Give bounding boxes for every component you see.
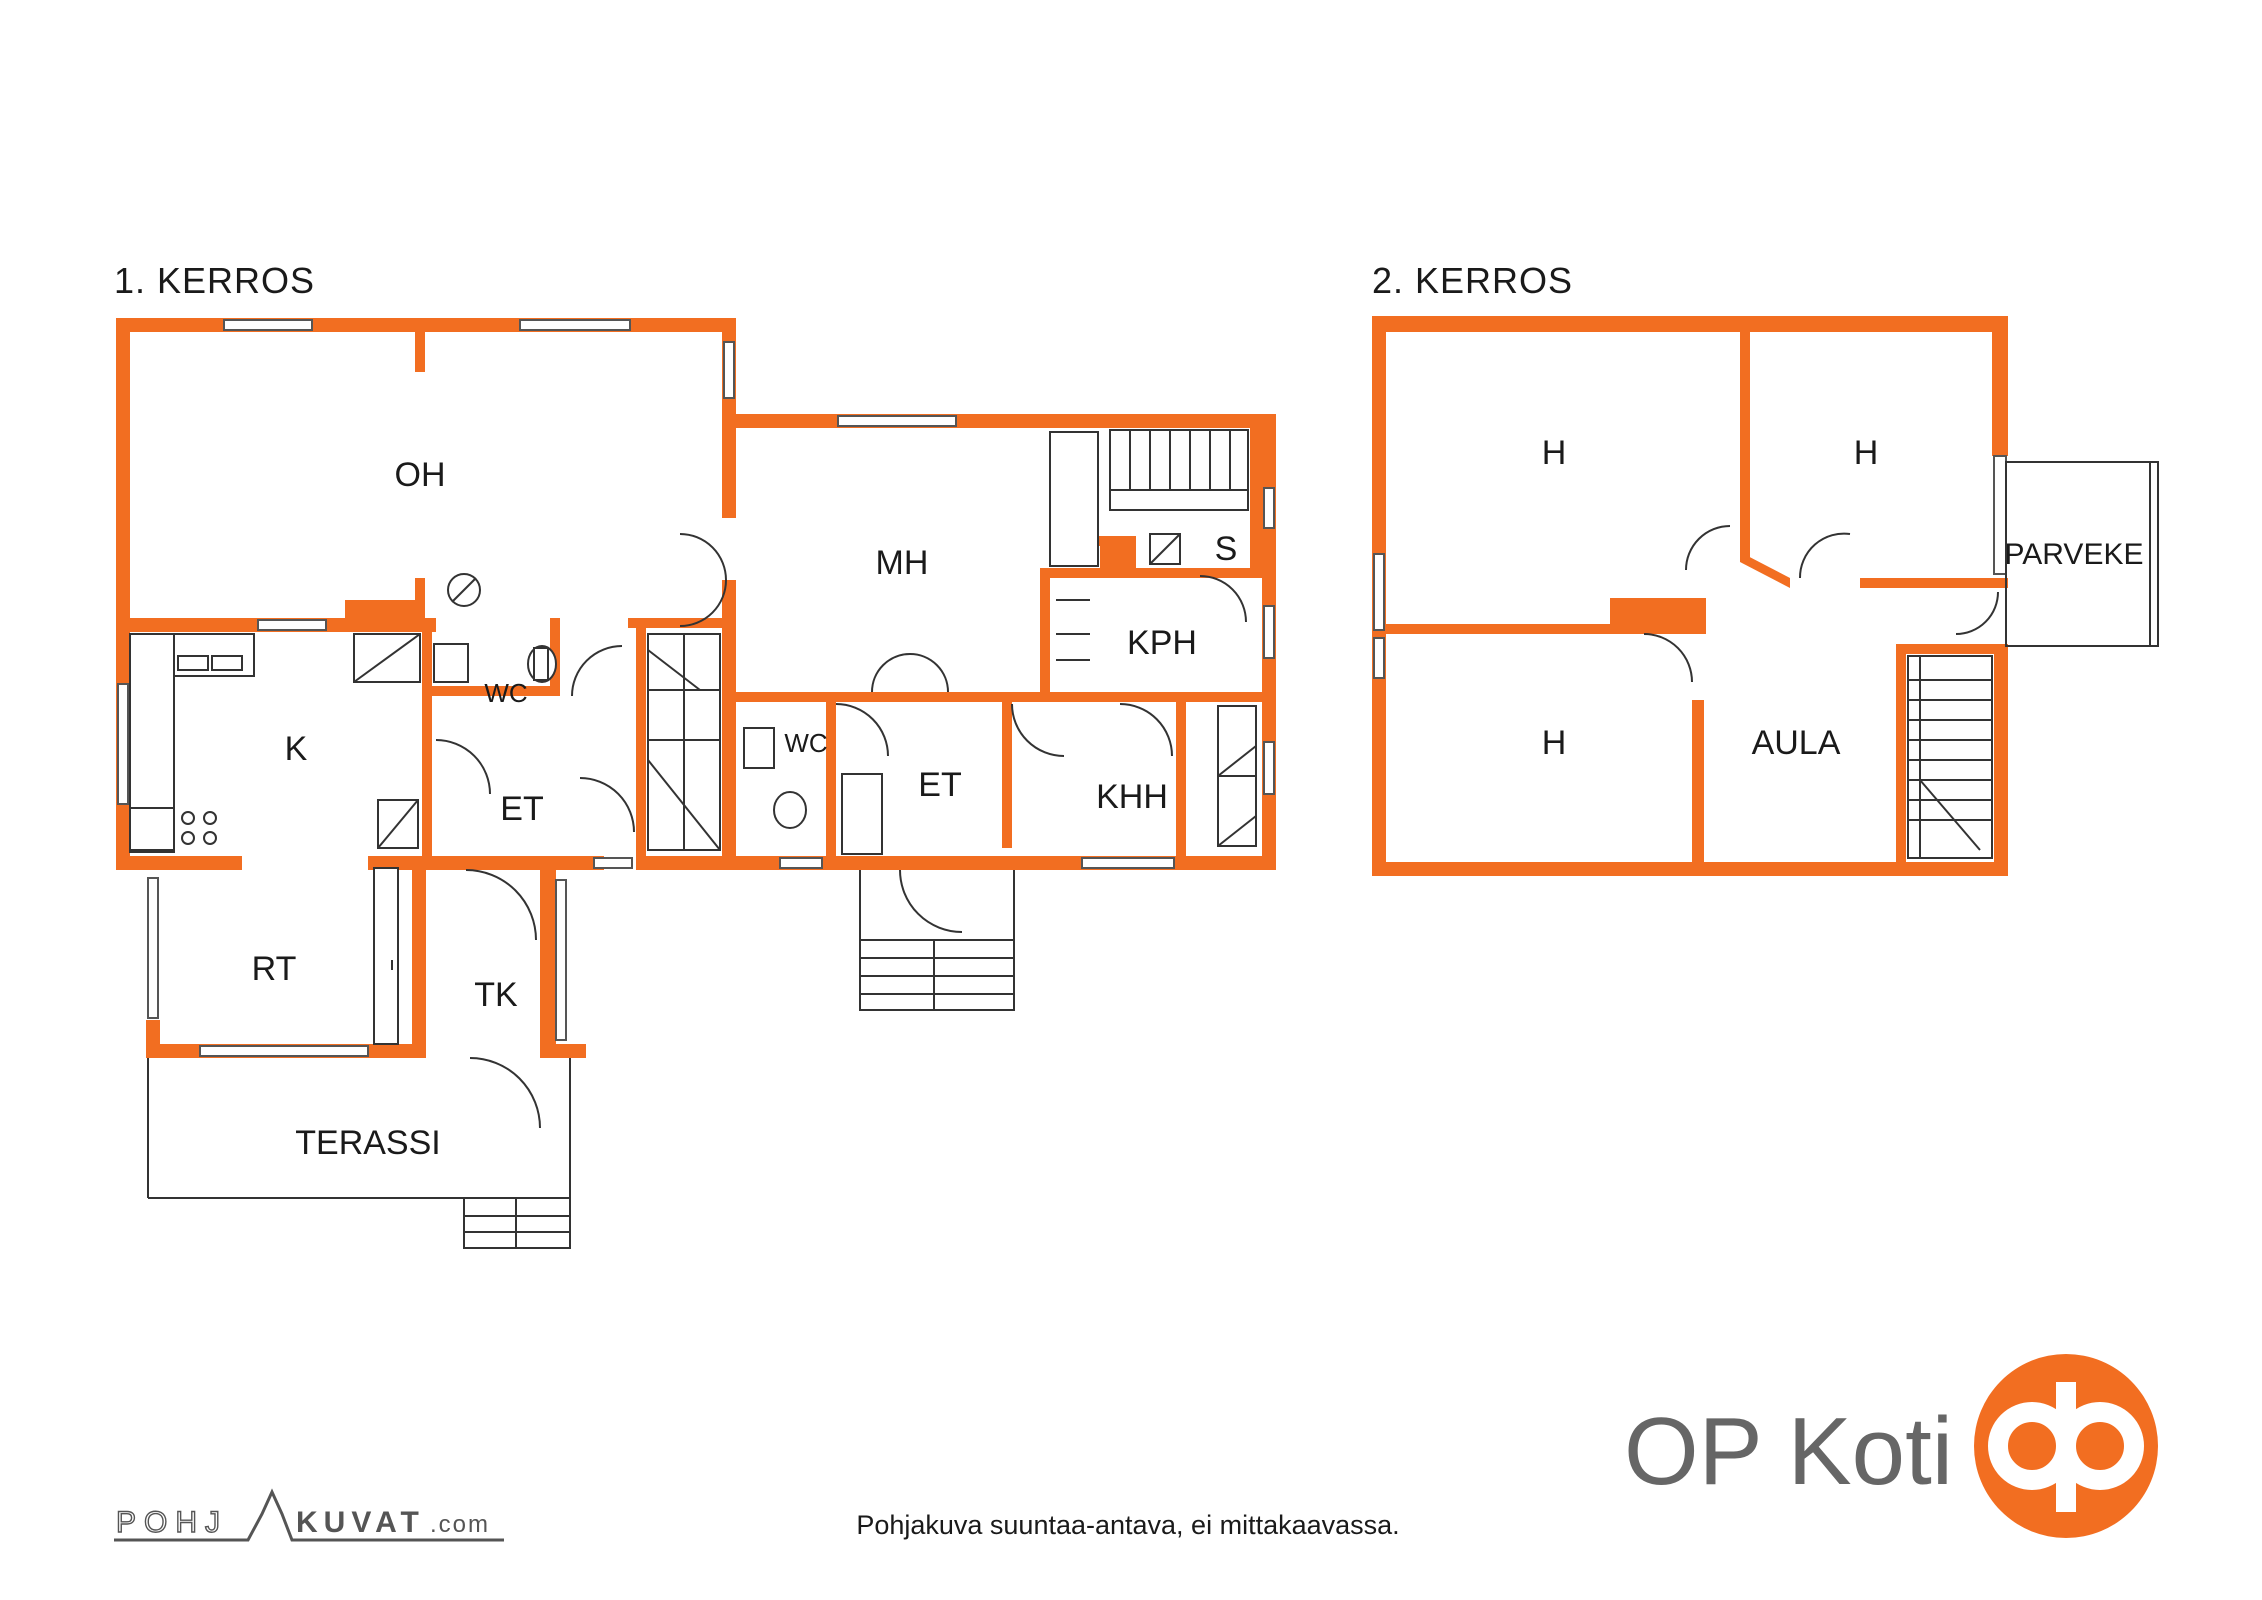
room-s: S [1215, 530, 1238, 568]
room-oh: OH [395, 456, 446, 494]
room-h-3: H [1542, 724, 1567, 762]
pohjakuvat-left-text: POHJ [116, 1506, 228, 1539]
floor-1-title: 1. KERROS [114, 260, 315, 301]
room-h-1: H [1542, 434, 1567, 472]
floor-2-title: 2. KERROS [1372, 260, 1573, 301]
room-mh: MH [876, 544, 929, 582]
floor-1-doors [435, 533, 1247, 1129]
op-logo-icon [1974, 1354, 2158, 1538]
room-parveke: PARVEKE [2005, 538, 2144, 571]
room-rt: RT [252, 950, 297, 988]
floor-1-plan: 1. KERROS [114, 260, 1276, 1249]
room-aula: AULA [1752, 724, 1841, 762]
floor-2-plan: 2. KERROS [1372, 260, 2159, 876]
disclaimer-note: Pohjakuva suuntaa-antava, ei mittakaavas… [856, 1510, 1399, 1540]
room-terassi: TERASSI [295, 1124, 440, 1162]
floor-1-fixtures [129, 429, 1257, 1249]
brand-name: OP Koti [1624, 1398, 1953, 1505]
room-tk: TK [474, 976, 518, 1014]
floor-2-walls [1372, 316, 2008, 876]
room-wc-2: WC [784, 728, 827, 758]
pohjakuvat-tld-text: .com [430, 1511, 490, 1538]
room-wc-1: WC [484, 678, 527, 708]
room-et-2: ET [918, 766, 961, 804]
floor-2-doors [1643, 525, 1999, 683]
room-khh: KHH [1096, 778, 1168, 816]
room-h-2: H [1854, 434, 1879, 472]
pohjakuvat-right-text: KUVAT [296, 1506, 425, 1539]
room-kph: KPH [1127, 624, 1197, 662]
pohjakuvat-logo: POHJ KUVAT .com [114, 1488, 504, 1542]
floor-2-windows [1373, 455, 2007, 679]
floor-2-fixtures [1907, 461, 2159, 859]
floor-1-windows [117, 319, 1275, 1057]
room-k: K [285, 730, 308, 768]
room-et-1: ET [500, 790, 543, 828]
